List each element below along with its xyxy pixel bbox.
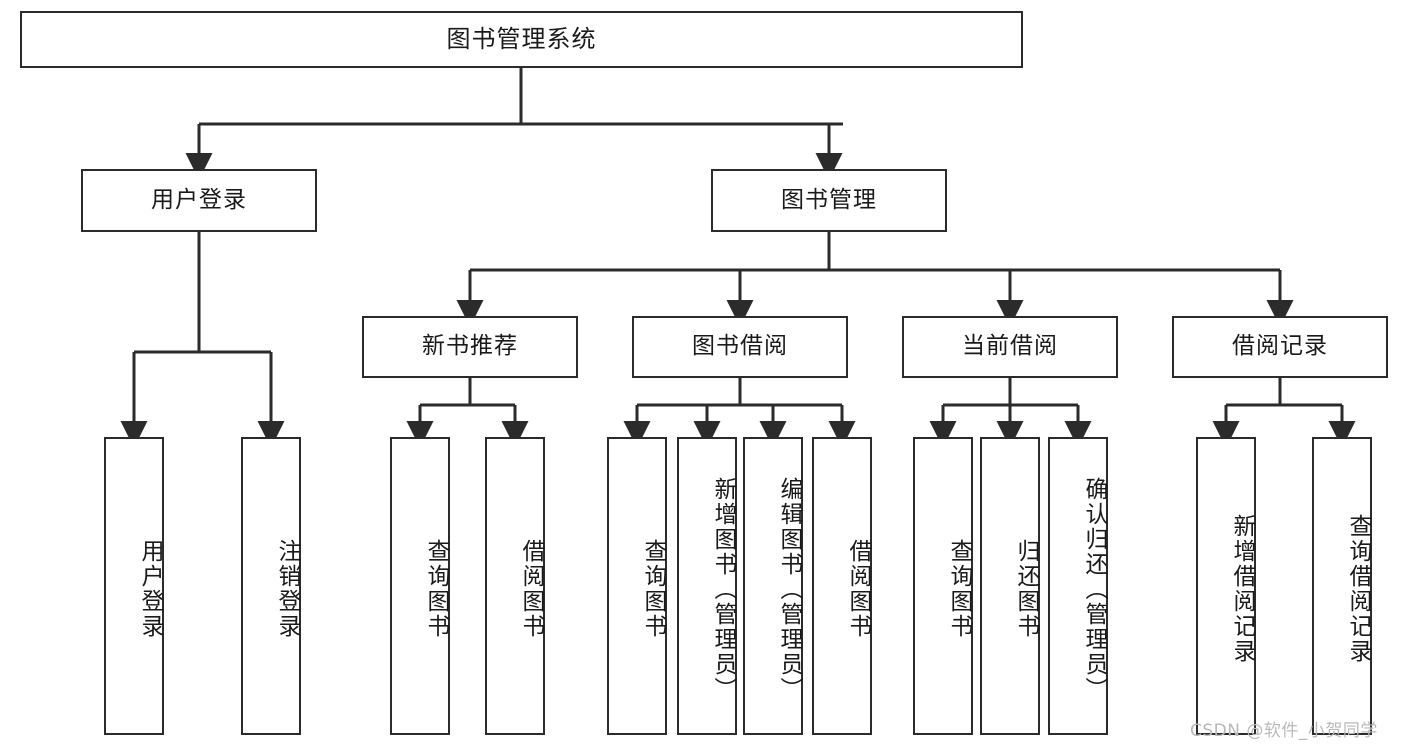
leaf-add-borrow-record-label: 新增借阅记录 [1229,514,1255,664]
node-book-manage-label: 图书管理 [781,186,877,213]
node-current-borrow-label: 当前借阅 [962,333,1058,360]
edge-book-borrow-to-leaves [623,378,856,448]
leaf-user-login[interactable]: 用户登录 [104,437,164,735]
leaf-add-book[interactable]: 新增图书（管理员） [677,437,737,735]
leaf-edit-book-label: 编辑图书（管理员） [776,476,802,702]
leaf-borrow-book-1-label: 借阅图书 [518,539,544,639]
node-root[interactable]: 图书管理系统 [20,11,1023,68]
edge-user-login-to-leaves [120,232,285,448]
leaf-query-borrow-record-label: 查询借阅记录 [1345,514,1371,664]
leaf-query-book-3-label: 查询图书 [946,539,972,639]
edge-borrow-record-to-leaves [1212,378,1356,448]
leaf-user-login-label: 用户登录 [137,539,163,639]
node-borrow-record-label: 借阅记录 [1232,333,1328,360]
leaf-add-book-label: 新增图书（管理员） [710,476,736,702]
csdn-watermark: CSDN @软件_小贺同学 [1190,721,1378,741]
node-book-borrow-label: 图书借阅 [692,333,788,360]
node-user-login[interactable]: 用户登录 [81,169,317,232]
leaf-query-borrow-record[interactable]: 查询借阅记录 [1312,437,1372,735]
leaf-add-borrow-record[interactable]: 新增借阅记录 [1196,437,1256,735]
leaf-user-logout-label: 注销登录 [274,539,300,639]
node-new-book-recommend[interactable]: 新书推荐 [362,316,578,378]
edge-current-borrow-to-leaves [929,378,1092,448]
node-book-manage[interactable]: 图书管理 [711,169,947,232]
edge-root-to-level2 [185,68,843,180]
node-root-label: 图书管理系统 [446,25,597,54]
leaf-query-book-1-label: 查询图书 [423,539,449,639]
leaf-borrow-book-2[interactable]: 借阅图书 [812,437,872,735]
leaf-user-logout[interactable]: 注销登录 [241,437,301,735]
node-borrow-record[interactable]: 借阅记录 [1172,316,1388,378]
leaf-confirm-return[interactable]: 确认归还（管理员） [1048,437,1108,735]
leaf-confirm-return-label: 确认归还（管理员） [1081,476,1107,702]
leaf-query-book-2[interactable]: 查询图书 [607,437,667,735]
edge-book-manage-to-level3 [456,232,1294,327]
leaf-borrow-book-2-label: 借阅图书 [845,539,871,639]
leaf-return-book[interactable]: 归还图书 [980,437,1040,735]
node-user-login-label: 用户登录 [151,186,247,213]
leaf-query-book-3[interactable]: 查询图书 [913,437,973,735]
node-book-borrow[interactable]: 图书借阅 [632,316,848,378]
node-current-borrow[interactable]: 当前借阅 [902,316,1118,378]
edge-new-book-recommend-to-leaves [406,378,529,448]
leaf-query-book-2-label: 查询图书 [640,539,666,639]
leaf-edit-book[interactable]: 编辑图书（管理员） [743,437,803,735]
leaf-return-book-label: 归还图书 [1013,539,1039,639]
node-new-book-recommend-label: 新书推荐 [422,333,518,360]
leaf-query-book-1[interactable]: 查询图书 [390,437,450,735]
leaf-borrow-book-1[interactable]: 借阅图书 [485,437,545,735]
